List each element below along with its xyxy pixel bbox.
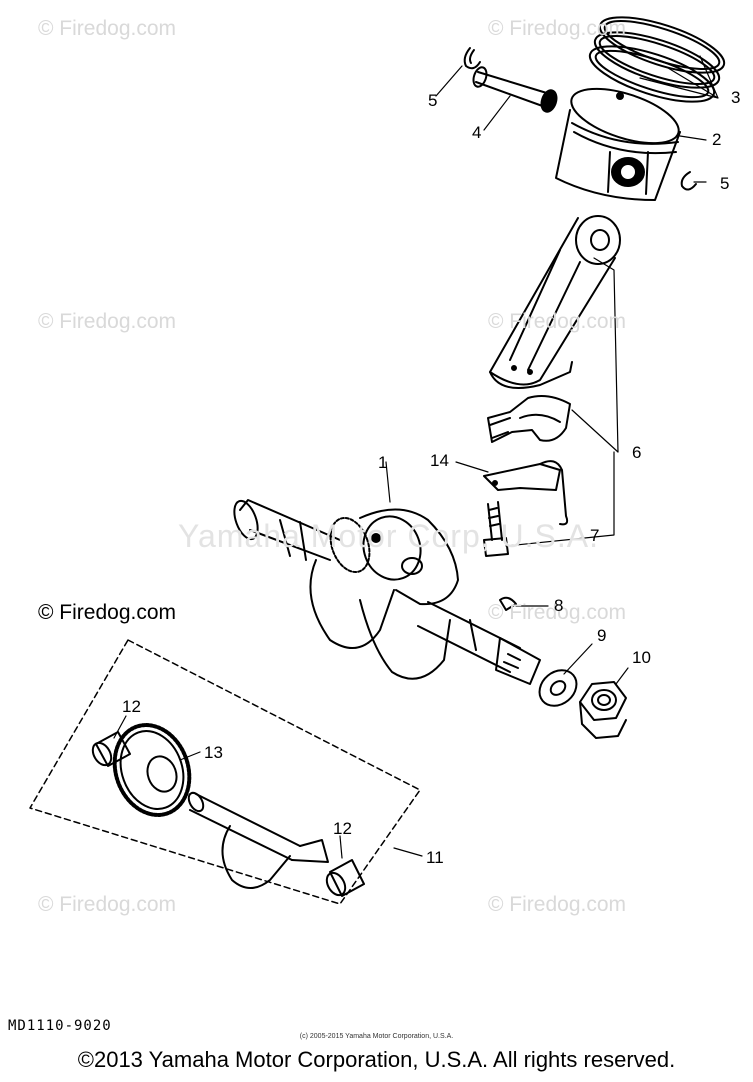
crankshaft — [233, 499, 541, 685]
callout-10: 10 — [632, 648, 651, 667]
connecting-rod — [489, 215, 621, 389]
balancer-bearing-left — [91, 731, 131, 767]
balancer-shaft — [187, 791, 329, 889]
washer — [538, 669, 578, 707]
rod-bolt — [483, 501, 509, 557]
watermark: © Firedog.com — [38, 893, 177, 916]
watermark: © Firedog.com — [488, 893, 627, 916]
circlip-top — [463, 47, 481, 70]
callout-11: 11 — [426, 848, 444, 867]
callout-9: 9 — [597, 626, 607, 645]
balancer-bearing-right — [325, 859, 365, 897]
watermark: © Firedog.com — [38, 17, 177, 40]
callout-13: 13 — [204, 743, 223, 762]
leader-lines — [113, 55, 719, 859]
diagram-code: MD1110-9020 — [8, 1018, 112, 1034]
woodruff-key — [499, 596, 517, 611]
watermark: © Firedog.com — [488, 310, 627, 333]
watermark: © Firedog.com — [38, 601, 177, 624]
callout-5: 5 — [720, 174, 730, 193]
watermark: © Firedog.com — [488, 17, 627, 40]
piston — [555, 87, 681, 201]
callout-4: 4 — [472, 123, 482, 142]
callout-7: 7 — [590, 526, 600, 545]
piston-rings — [588, 16, 726, 103]
copyright-notice: ©2013 Yamaha Motor Corporation, U.S.A. A… — [77, 1047, 676, 1072]
callout-12: 12 — [122, 697, 141, 716]
watermark: © Firedog.com — [488, 601, 627, 624]
bearing-insert — [483, 460, 569, 526]
callout-1: 1 — [378, 453, 388, 472]
piston-pin — [472, 66, 558, 113]
rod-cap — [487, 395, 571, 443]
watermark: © Firedog.com — [38, 310, 177, 333]
small-copyright: (c) 2005-2015 Yamaha Motor Corporation, … — [299, 1033, 454, 1040]
callout-8: 8 — [554, 596, 564, 615]
center-watermark: Yamaha Motor Corp, U.S.A. — [178, 518, 599, 554]
callout-12: 12 — [333, 819, 352, 838]
callout-3: 3 — [731, 88, 741, 107]
callout-14: 14 — [430, 451, 449, 470]
callout-6: 6 — [632, 443, 642, 462]
circlip-right — [680, 171, 697, 191]
callout-5: 5 — [428, 91, 438, 110]
callout-2: 2 — [712, 130, 722, 149]
nut — [579, 681, 627, 739]
